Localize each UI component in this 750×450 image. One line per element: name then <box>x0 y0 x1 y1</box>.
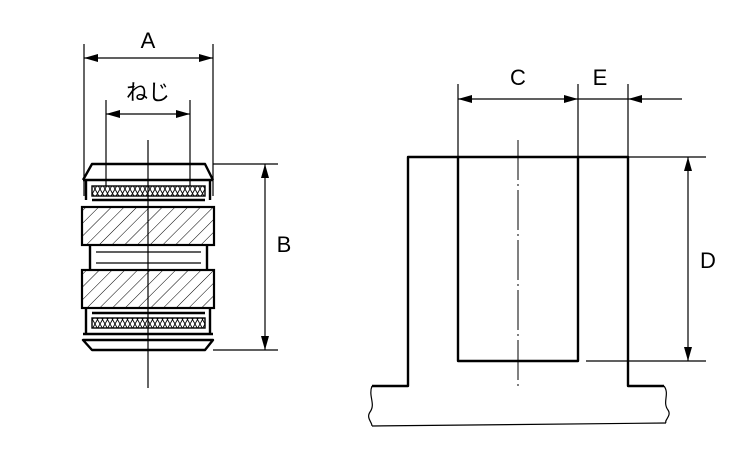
dimension-c-label: C <box>510 65 526 90</box>
base-break-line-left <box>368 385 373 427</box>
dimension-e-label: E <box>593 65 608 90</box>
dimension-d-label: D <box>700 248 716 273</box>
dimension-c: C <box>457 65 579 157</box>
insert-bottom-flange <box>81 338 215 352</box>
base-bottom-line <box>371 422 667 427</box>
dimension-a-label: A <box>141 28 156 53</box>
hole-section-view: C E D <box>368 65 716 427</box>
base-break-line-right <box>663 385 670 424</box>
dimension-thread: ねじ <box>105 80 191 186</box>
dimension-e: E <box>578 65 682 157</box>
insert-section-view: A ねじ B <box>80 28 292 388</box>
dimension-b-label: B <box>277 232 292 257</box>
dimension-b: B <box>213 163 292 351</box>
dimension-a: A <box>83 28 214 196</box>
dimension-d: D <box>586 156 716 362</box>
dimension-thread-label: ねじ <box>126 80 170 105</box>
